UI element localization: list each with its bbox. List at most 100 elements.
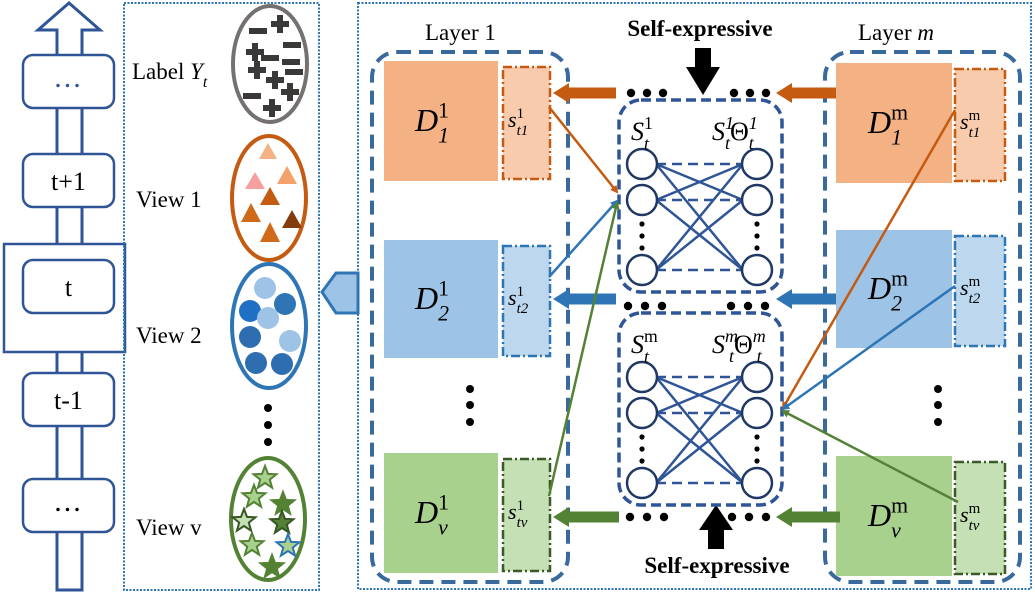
timeline-step-label: ...: [54, 61, 83, 94]
output-node: [740, 183, 774, 217]
code-block[interactable]: [501, 457, 552, 573]
horizontal-ellipsis-dots: [623, 301, 770, 311]
timeline-step-1[interactable]: t+1: [21, 152, 116, 209]
plus-icon: [271, 15, 289, 33]
minus-icon: [282, 59, 300, 65]
self-expressive-top-arrow: [686, 48, 720, 95]
star-icon: [239, 482, 269, 510]
code-block[interactable]: [501, 65, 552, 181]
star-icon: [268, 489, 298, 517]
output-node: [740, 360, 774, 394]
view-1-label: View 1: [136, 187, 202, 212]
input-node: [625, 253, 659, 287]
arrow-s-tv-layerm-to-netm: [781, 409, 959, 504]
arrow-s-t1-layerm-to-netm: [781, 109, 957, 410]
arrow-net-to-s-t2: [553, 289, 616, 309]
view-v-star-icons: [229, 463, 303, 580]
arrow-layerm-dv-to-netm: [776, 507, 840, 527]
arrow-net1-to-s-t1: [553, 83, 616, 103]
layer-right-ellipsis: [934, 385, 942, 426]
self-expressive-bottom-arrow: [699, 505, 733, 549]
layer-m-title: Layer m: [858, 20, 934, 45]
dictionary-block[interactable]: [836, 456, 952, 576]
view-2-circle-icons: [239, 277, 301, 375]
connection-arrows: [547, 106, 959, 504]
input-node: [625, 183, 659, 217]
views-panel: Label Yt View 1 View 2: [123, 2, 360, 591]
minus-icon: [249, 28, 267, 34]
timeline-step-label: t+1: [51, 167, 86, 196]
plus-icon: [246, 43, 264, 61]
star-icon: [250, 463, 280, 491]
arrow-s-t1-layer1-to-net1: [548, 106, 619, 194]
view-v-label: View v: [136, 515, 202, 540]
views-ellipsis-dots: [264, 404, 272, 446]
view-2-label: View 2: [136, 323, 202, 348]
layer-left-ellipsis: [466, 385, 474, 426]
layer-1-container: [370, 50, 570, 584]
horizontal-ellipsis-dots: [625, 512, 771, 522]
timeline-step-4[interactable]: ...: [21, 477, 116, 534]
timeline-step-2[interactable]: t: [21, 258, 116, 315]
layer-m-container: [823, 50, 1022, 584]
output-node: [740, 253, 774, 287]
label-yt-text: Label Yt: [132, 59, 208, 91]
timeline-step-box: [21, 53, 116, 110]
star-icon: [267, 508, 297, 536]
minus-icon: [243, 93, 261, 99]
plus-icon: [281, 83, 299, 101]
code-block[interactable]: [953, 234, 1007, 348]
dictionary-block[interactable]: [384, 61, 498, 181]
self-expressive-top-caption: Self-expressive: [627, 16, 772, 41]
minus-icon: [283, 42, 301, 48]
output-node: [740, 147, 774, 181]
timeline-step-box: [21, 258, 116, 315]
arrow-netm-to-s-tv: [553, 507, 619, 527]
timeline-step-0[interactable]: ...: [21, 53, 116, 110]
network-edges: [655, 375, 744, 485]
timeline-step-3[interactable]: t-1: [21, 371, 116, 428]
code-block[interactable]: [501, 244, 552, 358]
code-block[interactable]: [953, 460, 1007, 576]
plus-icon: [248, 61, 266, 79]
arrow-s-t2-layerm-to-netm: [781, 284, 956, 411]
dictionary-block[interactable]: [384, 453, 498, 573]
timeline-step-label: ...: [54, 485, 83, 518]
network-frame: [617, 98, 784, 294]
minus-icon: [285, 69, 303, 75]
dictionary-block[interactable]: [836, 63, 952, 183]
star-icon: [237, 530, 267, 558]
layer-1-title: Layer 1: [425, 20, 496, 45]
star-icon: [229, 506, 259, 534]
input-node: [625, 360, 659, 394]
input-node: [625, 466, 659, 500]
dictionary-block[interactable]: [384, 240, 498, 358]
input-node: [625, 396, 659, 430]
panel-pointer-arrow: [320, 271, 360, 315]
minus-icon: [261, 55, 279, 61]
code-block[interactable]: [953, 67, 1007, 183]
arrow-s-tv-layer1-to-net1: [547, 201, 620, 497]
label-plus-minus-icons: [243, 15, 303, 117]
